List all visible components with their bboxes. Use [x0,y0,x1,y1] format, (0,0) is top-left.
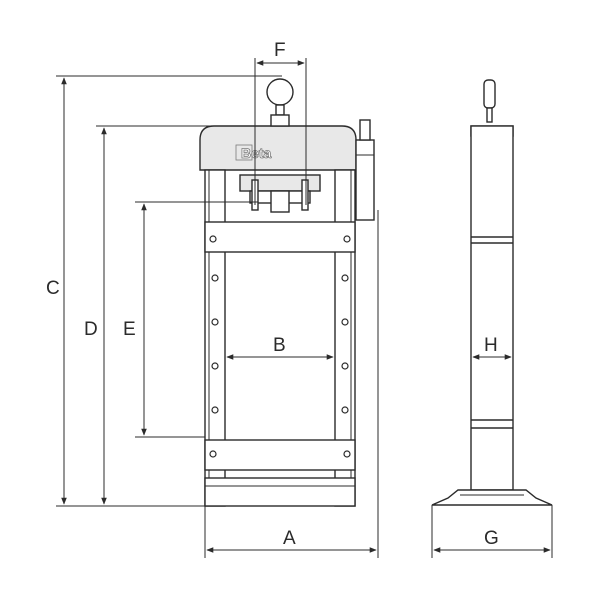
dimension-c-label: C [46,278,60,299]
pressure-gauge [266,78,294,106]
dimension-h-label: H [484,335,498,356]
side-handle-knob [483,79,496,109]
brand-logo: Beta [241,145,272,161]
side-column [470,125,514,491]
side-foot [431,489,553,506]
gauge-base [270,114,290,127]
brand-logo-box [235,144,253,161]
press-head [199,125,357,171]
lower-bolster [204,439,356,471]
upper-bolster [204,221,356,253]
press-base [204,477,356,507]
gauge-stem [275,104,285,116]
dimension-e-label: E [123,319,136,340]
dimension-b-label: B [273,335,286,356]
dimension-f-label: F [274,40,286,61]
side-pump [355,139,375,221]
front-view: Beta [199,78,375,507]
side-view [431,79,553,506]
dimension-g-label: G [484,528,499,549]
ram-right-post [301,179,309,211]
ram-piston [270,190,290,213]
upright-holes [211,274,349,414]
dimension-a-label: A [283,528,296,549]
side-handle-stem [486,107,493,123]
dimension-d-label: D [84,319,98,340]
dimension-lines: C D E F B A H G [46,40,553,558]
pump-handle-top [359,119,371,141]
